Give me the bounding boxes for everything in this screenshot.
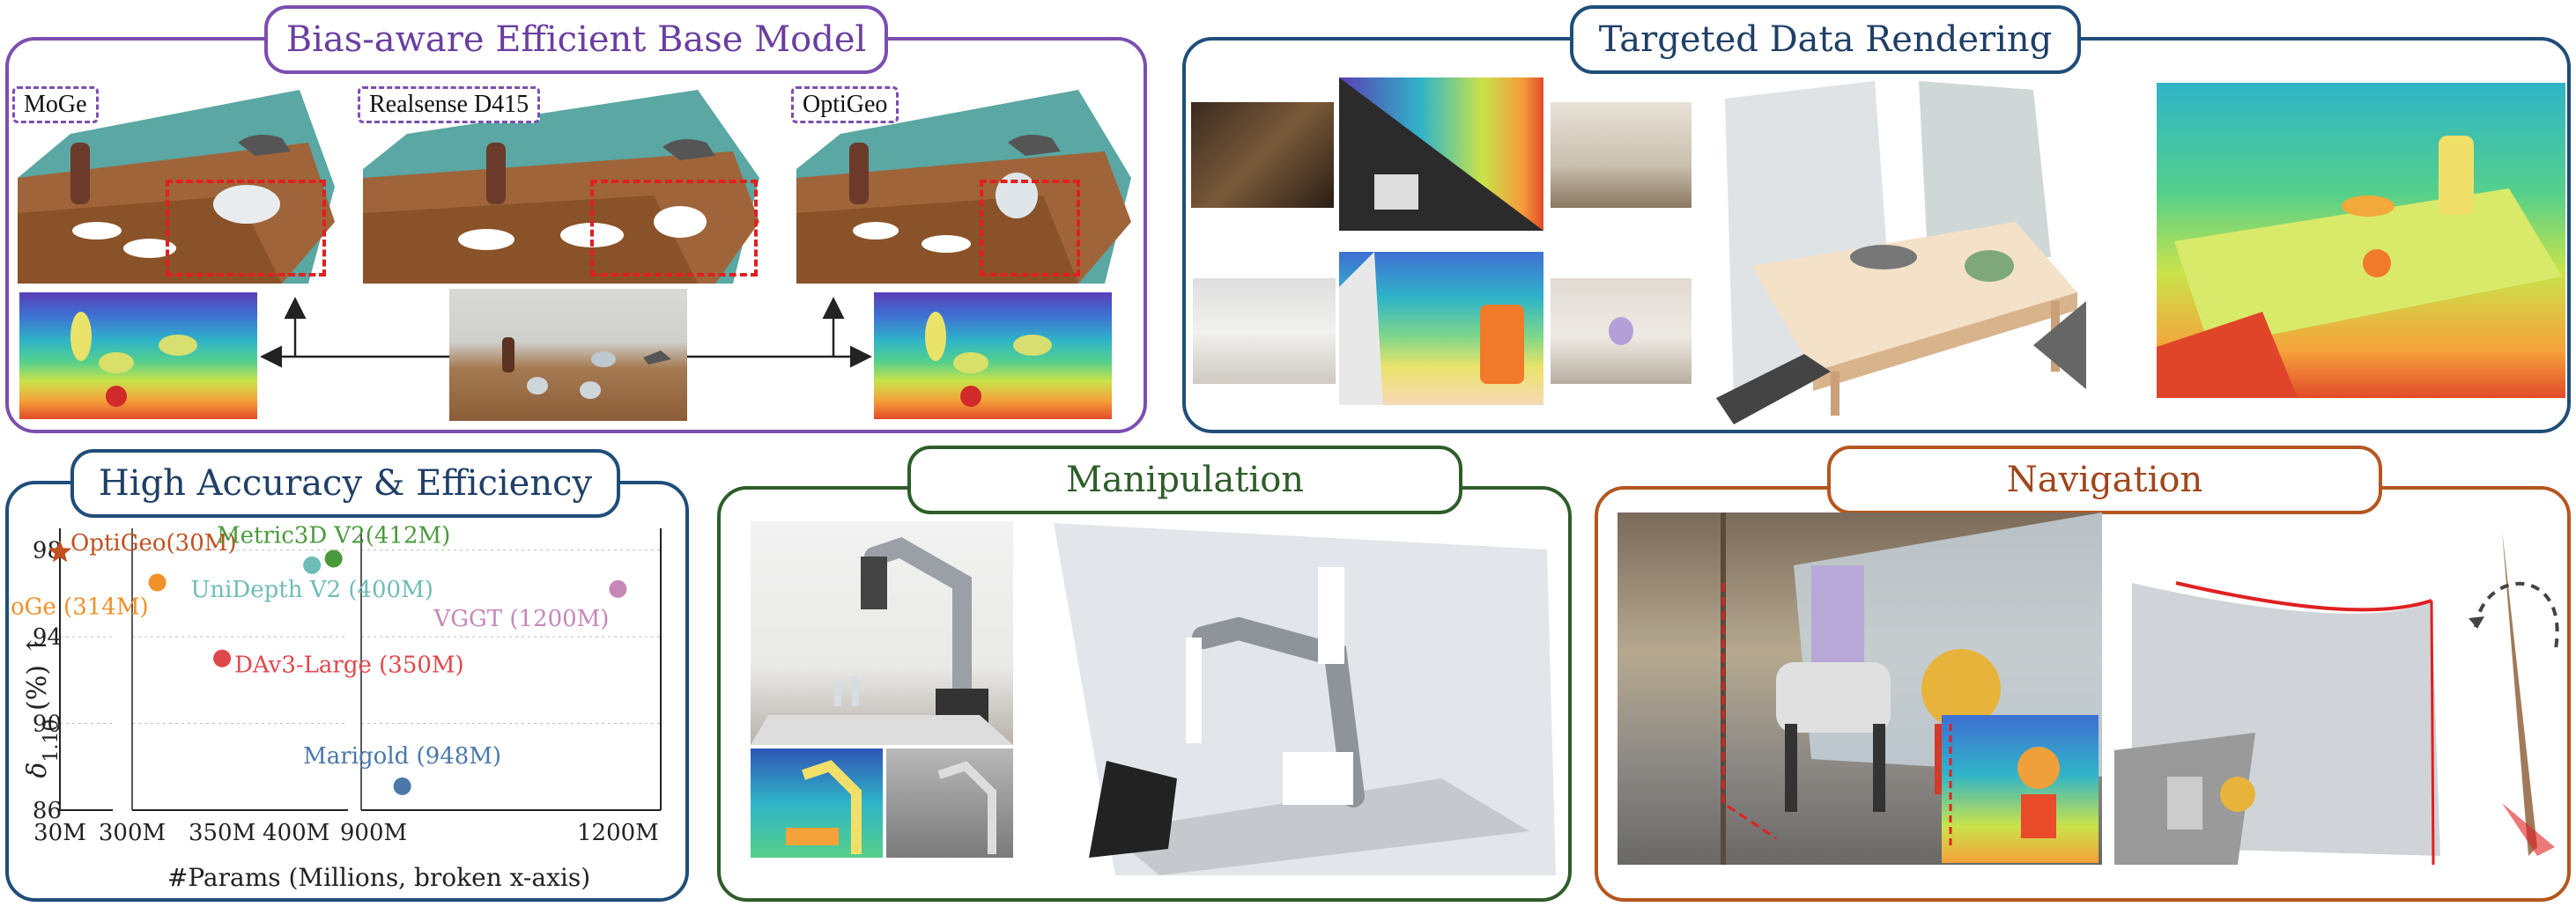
x-tick-label: 300M — [99, 820, 166, 846]
data-point — [148, 573, 167, 592]
chart-y-label-rest: (%) ↑ — [22, 634, 53, 719]
navigation-title: Navigation — [1827, 446, 2382, 514]
chart-y-label: δ1.10 (%) ↑ — [22, 634, 63, 778]
data-point — [609, 579, 627, 598]
nav-depth-inset — [1942, 715, 2099, 863]
x-tick-label: 400M — [263, 820, 329, 846]
accuracy-title: High Accuracy & Efficiency — [70, 449, 620, 518]
render-table-white — [1193, 278, 1336, 384]
moge-depth-map — [19, 292, 257, 419]
render-table-depth — [1339, 252, 1543, 405]
chart-x-label: #Params (Millions, broken x-axis) — [167, 863, 590, 892]
realsense-pointcloud-image — [363, 81, 759, 284]
optigeo-highlight-box — [980, 180, 1080, 277]
manip-robot-rgb — [751, 521, 1013, 745]
moge-pointcloud-image — [18, 81, 335, 284]
render-room-beige — [1551, 102, 1691, 208]
data-point — [303, 556, 322, 574]
manip-pointcloud — [1054, 514, 1556, 875]
manipulation-title: Manipulation — [907, 446, 1462, 514]
chart-frame — [59, 528, 662, 811]
manip-depth-map — [751, 748, 883, 858]
data-point-label: DAv3-Large (350M) — [234, 653, 464, 679]
moge-label: MoGe — [12, 86, 99, 123]
chart-x-ticks: 30M 300M 350M 400M 900M 1200M — [33, 820, 659, 846]
render-bathroom-depth — [1339, 77, 1543, 231]
x-tick-label: 900M — [340, 820, 407, 846]
realsense-highlight-box — [590, 180, 758, 277]
chart-y-label-main: δ — [22, 763, 53, 778]
base-model-arrows — [260, 297, 872, 368]
x-tick-label: 30M — [33, 820, 86, 846]
data-point-label: Marigold (948M) — [303, 743, 501, 770]
data-point — [213, 649, 232, 667]
data-point — [324, 549, 343, 568]
data-point — [393, 777, 411, 795]
data-point — [48, 540, 72, 563]
y-tick-label: 90 — [33, 712, 62, 738]
data-point-label: MoGe (314M) — [9, 594, 149, 621]
moge-highlight-box — [166, 180, 326, 277]
rgb-input-image — [449, 289, 687, 421]
chart-marks: OptiGeo(30M) MoGe (314M) UniDepth V2 (400M… — [9, 522, 627, 795]
y-tick-label: 94 — [33, 624, 62, 651]
render-3d-scene — [1699, 81, 2106, 424]
base-model-title: Bias-aware Efficient Base Model — [264, 5, 888, 74]
chart-y-label-sub: 1.10 — [41, 719, 63, 763]
nav-pointcloud — [2114, 512, 2560, 865]
nav-robot-dog-photo — [1617, 512, 2102, 865]
render-3d-depth — [2157, 83, 2565, 398]
data-point-label: OptiGeo(30M) — [70, 530, 237, 557]
optigeo-label: OptiGeo — [791, 86, 899, 123]
rendering-title: Targeted Data Rendering — [1570, 5, 2081, 74]
data-point-label: UniDepth V2 (400M) — [190, 577, 433, 603]
render-vase-table — [1551, 278, 1691, 384]
data-point-label: Metric3D V2(412M) — [217, 522, 450, 549]
manip-gray-render — [886, 748, 1013, 858]
realsense-label: Realsense D415 — [358, 86, 541, 123]
render-room-dark — [1191, 102, 1334, 208]
y-tick-label: 86 — [33, 798, 62, 824]
x-tick-label: 350M — [189, 820, 255, 846]
data-point-label: VGGT (1200M) — [433, 606, 609, 632]
x-tick-label: 1200M — [577, 820, 659, 846]
optigeo-pointcloud-image — [796, 81, 1131, 284]
optigeo-depth-map — [874, 292, 1112, 419]
